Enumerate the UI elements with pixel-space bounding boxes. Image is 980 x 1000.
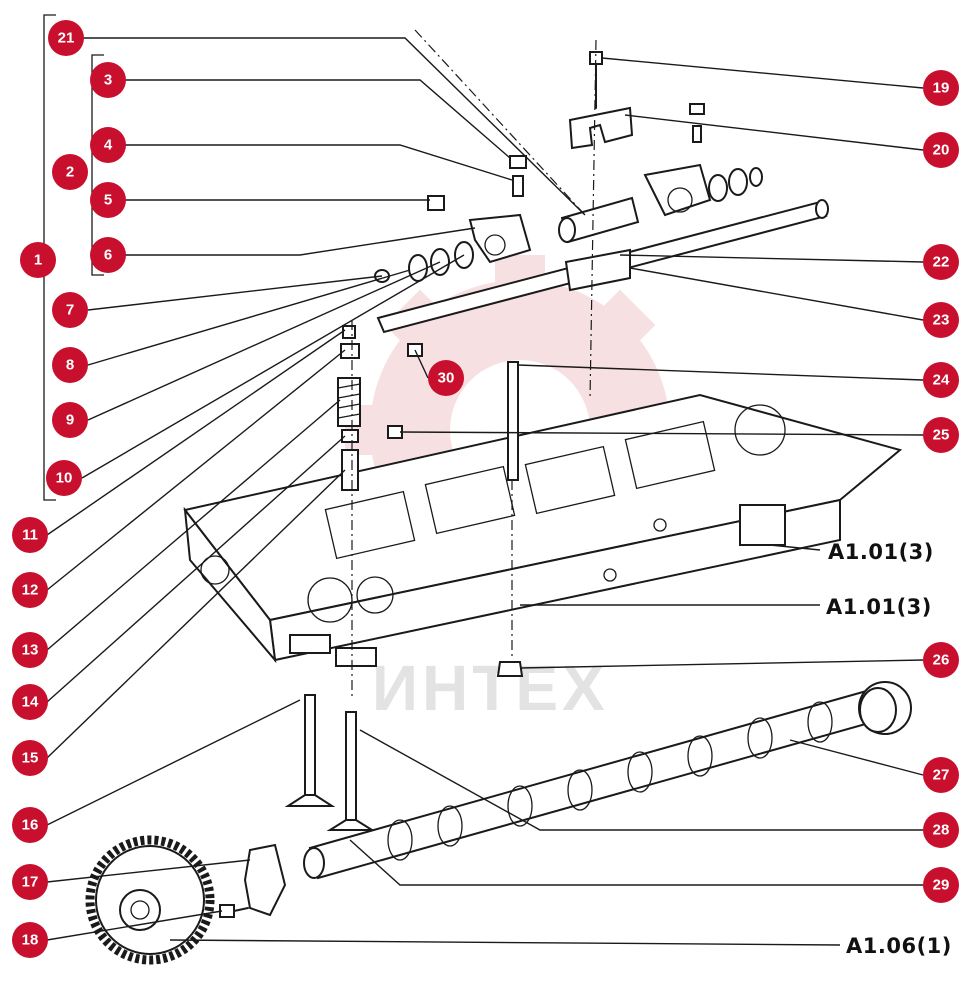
callout-12: 12 [12, 572, 48, 608]
svg-text:2: 2 [66, 164, 74, 181]
callout-7: 7 [52, 292, 88, 328]
callout-6: 6 [90, 237, 126, 273]
rocker-tube [558, 196, 640, 244]
leader-lines [46, 37, 924, 946]
support-block [564, 248, 631, 292]
svg-text:12: 12 [22, 582, 39, 599]
rocker-arm-left [468, 213, 532, 264]
callout-9: 9 [52, 402, 88, 438]
svg-text:11: 11 [22, 527, 38, 544]
callout-28: 28 [923, 812, 959, 848]
svg-text:21: 21 [58, 30, 75, 47]
rocker-washers-right [708, 167, 763, 202]
svg-text:18: 18 [22, 932, 39, 949]
callout-10: 10 [46, 460, 82, 496]
thrust-plate [243, 843, 287, 917]
reference-label-a101-lower: A1.01(3) [826, 595, 932, 619]
callout-5: 5 [90, 182, 126, 218]
svg-text:9: 9 [66, 412, 74, 429]
callout-19: 19 [923, 70, 959, 106]
callout-4: 4 [90, 127, 126, 163]
valve-left [284, 694, 336, 807]
svg-text:4: 4 [104, 137, 113, 154]
callout-8: 8 [52, 347, 88, 383]
small-parts-top [374, 103, 705, 439]
callout-30: 30 [428, 360, 464, 396]
svg-text:10: 10 [56, 470, 73, 487]
reference-label-a101-upper: A1.01(3) [828, 540, 934, 564]
callout-17: 17 [12, 864, 48, 900]
callout-14: 14 [12, 684, 48, 720]
callout-24: 24 [923, 362, 959, 398]
callout-11: 11 [12, 517, 48, 553]
callout-26: 26 [923, 642, 959, 678]
svg-text:15: 15 [22, 750, 39, 767]
svg-text:17: 17 [22, 874, 39, 891]
camshaft-gear [85, 835, 215, 965]
cylinder-head [183, 393, 903, 664]
push-rod [507, 361, 519, 481]
svg-text:3: 3 [104, 72, 112, 89]
svg-text:14: 14 [22, 694, 39, 711]
svg-text:16: 16 [22, 817, 39, 834]
callout-27: 27 [923, 757, 959, 793]
callout-3: 3 [90, 62, 126, 98]
svg-text:19: 19 [933, 80, 950, 97]
svg-text:8: 8 [66, 357, 74, 374]
svg-text:13: 13 [22, 642, 39, 659]
center-lines [351, 29, 597, 700]
svg-text:24: 24 [933, 372, 950, 389]
valve-guides [289, 634, 377, 667]
svg-text:25: 25 [933, 427, 950, 444]
watermark-text: ИНТЕХ [372, 652, 609, 724]
gear-bolt [219, 904, 249, 918]
svg-text:27: 27 [933, 767, 950, 784]
callout-25: 25 [923, 417, 959, 453]
callout-18: 18 [12, 922, 48, 958]
callout-15: 15 [12, 740, 48, 776]
svg-text:1: 1 [34, 252, 42, 269]
valve-right [326, 711, 376, 831]
svg-text:30: 30 [438, 370, 455, 387]
svg-text:23: 23 [933, 312, 950, 329]
rocker-bracket [568, 106, 634, 150]
rocker-arm-right [643, 163, 712, 217]
rocker-washers-left [408, 241, 474, 282]
svg-text:7: 7 [66, 302, 74, 319]
svg-text:22: 22 [933, 254, 950, 271]
valve-spring [337, 325, 361, 491]
svg-text:6: 6 [104, 247, 112, 264]
svg-text:26: 26 [933, 652, 950, 669]
callout-16: 16 [12, 807, 48, 843]
callout-23: 23 [923, 302, 959, 338]
svg-text:29: 29 [933, 877, 950, 894]
reference-label-a106: A1.06(1) [846, 934, 952, 958]
svg-text:28: 28 [933, 822, 950, 839]
callout-2: 2 [52, 154, 88, 190]
callout-13: 13 [12, 632, 48, 668]
callout-1: 1 [20, 242, 56, 278]
camshaft-bushing [858, 681, 912, 735]
callout-22: 22 [923, 244, 959, 280]
svg-text:20: 20 [933, 142, 950, 159]
callout-20: 20 [923, 132, 959, 168]
svg-text:5: 5 [104, 192, 112, 209]
callout-29: 29 [923, 867, 959, 903]
tappet [496, 661, 524, 677]
callout-21: 21 [48, 20, 84, 56]
